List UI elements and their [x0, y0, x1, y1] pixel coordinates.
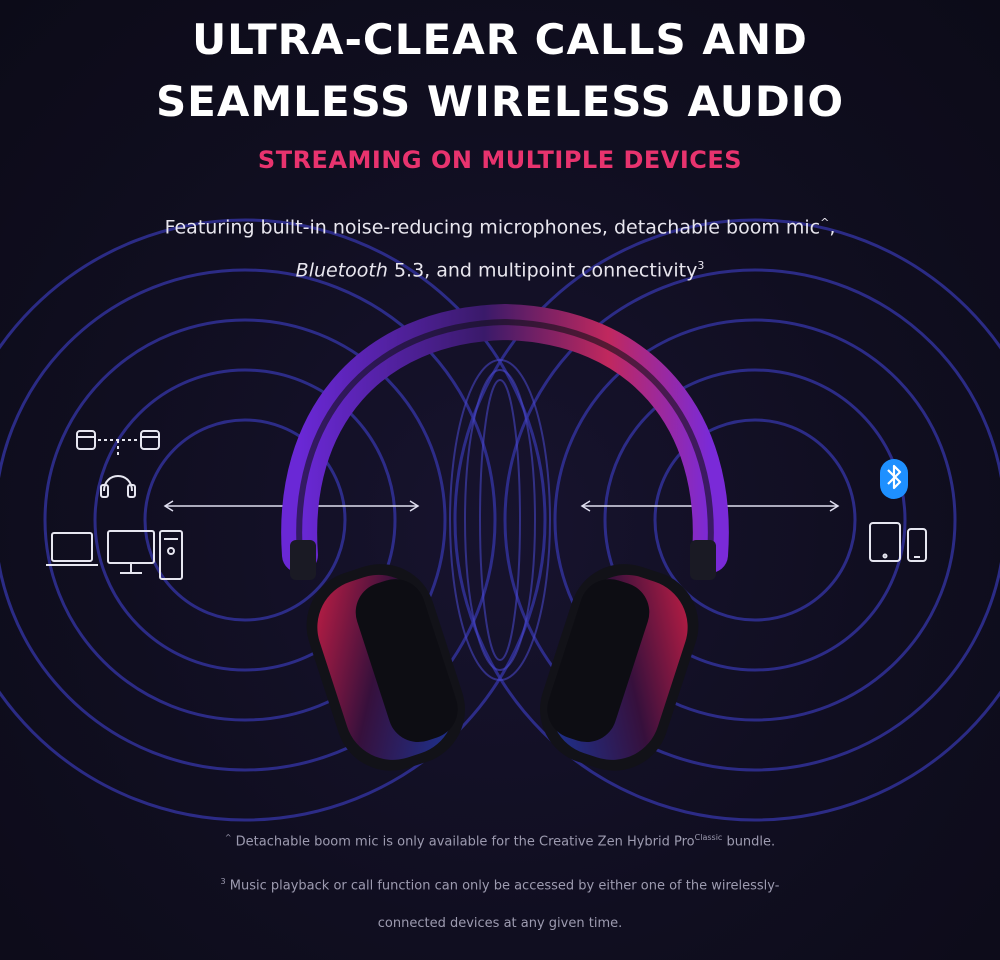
footnote-marker-2: 3 [220, 877, 226, 886]
desktop-monitor-icon [107, 530, 155, 574]
footnote-boom-mic: ^ Detachable boom mic is only available … [0, 829, 1000, 851]
earbuds-case-icon [76, 430, 160, 455]
description-text-1: Featuring built-in noise-reducing microp… [164, 216, 821, 239]
bluetooth-word: Bluetooth [295, 259, 388, 282]
pc-tower-icon [159, 530, 183, 580]
footnote-text-1: Detachable boom mic is only available fo… [235, 834, 695, 850]
footnote-multipoint-continued: connected devices at any given time. [377, 916, 623, 931]
boom-mic-marker: ^ [820, 216, 830, 229]
headline-line-2: SEAMLESS WIRELESS AUDIO [155, 77, 845, 126]
tablet-icon [869, 522, 901, 562]
headphones-product-image [281, 303, 729, 771]
subheadline: STREAMING ON MULTIPLE DEVICES [257, 146, 743, 174]
description-text-2: 5.3, and multipoint connectivity [387, 259, 698, 282]
laptop-icon [46, 532, 98, 566]
right-devices-group [869, 459, 927, 562]
bluetooth-icon [880, 459, 908, 499]
footnote-classic: Classic [694, 833, 723, 842]
multipoint-marker: 3 [697, 259, 705, 272]
description-line-1: Featuring built-in noise-reducing microp… [0, 210, 1000, 240]
phone-icon [907, 528, 927, 562]
connection-arrows [163, 500, 840, 512]
footnote-multipoint: 3 Music playback or call function can on… [0, 873, 1000, 895]
footnote-tail-1: bundle. [722, 834, 776, 850]
left-devices-group [46, 430, 183, 580]
headline-line-1: ULTRA-CLEAR CALLS AND [192, 15, 808, 64]
description-comma: , [829, 216, 836, 239]
footnote-marker-1: ^ [224, 833, 232, 842]
footnote-text-2: Music playback or call function can only… [229, 878, 780, 894]
headphones-icon [100, 475, 136, 498]
description-line-2: Bluetooth 5.3, and multipoint connectivi… [0, 253, 1000, 283]
